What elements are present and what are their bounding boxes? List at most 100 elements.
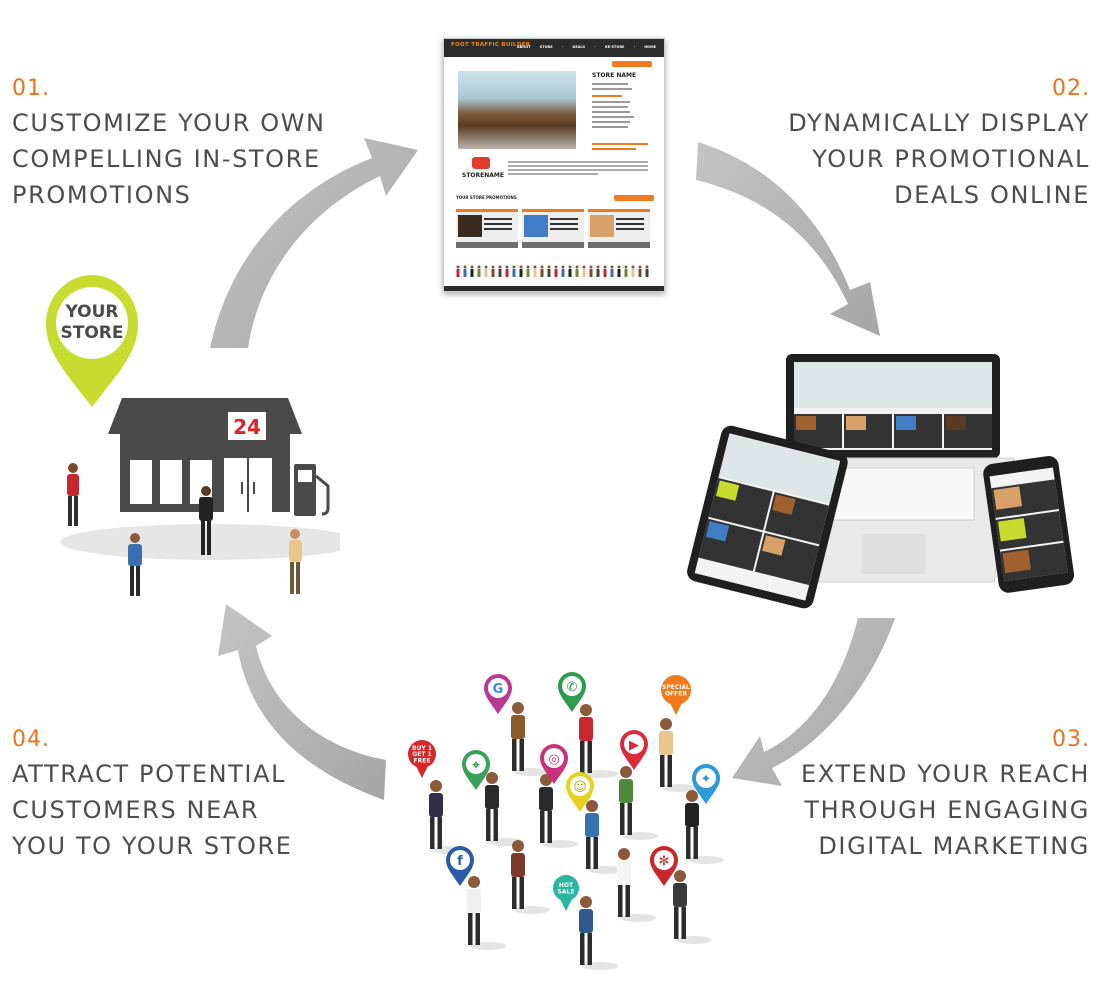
crowd-person bbox=[456, 265, 460, 277]
crowd-person bbox=[540, 265, 544, 277]
crowd-person bbox=[582, 265, 586, 277]
step-2-line-2: YOUR PROMOTIONAL bbox=[812, 145, 1090, 173]
website-header: FOOT TRAFFIC BUILDER ABOUT STORE · DEALS… bbox=[444, 39, 664, 57]
person-figure bbox=[617, 848, 656, 922]
crowd-person bbox=[610, 265, 614, 277]
person-figure bbox=[539, 774, 578, 848]
person-figure bbox=[673, 870, 712, 944]
your-store-pin-icon: YOUR STORE bbox=[46, 275, 138, 407]
svg-text:✦: ✦ bbox=[701, 772, 712, 787]
website-mockup: FOOT TRAFFIC BUILDER ABOUT STORE · DEALS… bbox=[443, 38, 665, 292]
maps-icon: ⌖ bbox=[462, 750, 490, 790]
crowd-person bbox=[463, 265, 467, 277]
store-window bbox=[130, 460, 152, 504]
person-figure bbox=[199, 486, 213, 555]
person-figure bbox=[685, 790, 724, 864]
step-4: 04. ATTRACT POTENTIAL CUSTOMERS NEAR YOU… bbox=[12, 727, 293, 864]
gas-pump-icon bbox=[294, 464, 330, 516]
text-line bbox=[592, 121, 630, 123]
crowd-person bbox=[624, 265, 628, 277]
crowd-person bbox=[491, 265, 495, 277]
crowd-person bbox=[638, 265, 642, 277]
arrow-devices-to-marketing bbox=[732, 618, 895, 786]
step-1-line-3: PROMOTIONS bbox=[12, 181, 192, 209]
website-brand: FOOT TRAFFIC BUILDER bbox=[451, 42, 531, 48]
svg-text:GET 1: GET 1 bbox=[412, 751, 431, 758]
person-figure bbox=[485, 772, 524, 846]
svg-text:▶: ▶ bbox=[629, 738, 639, 753]
svg-text:HOT: HOT bbox=[559, 882, 574, 889]
website-promo-button bbox=[614, 195, 654, 201]
person-figure bbox=[659, 718, 698, 792]
svg-text:FREE: FREE bbox=[414, 758, 431, 765]
step-2-number: 02. bbox=[1052, 76, 1090, 101]
crowd-person bbox=[603, 265, 607, 277]
svg-text:OFFER: OFFER bbox=[665, 690, 687, 697]
text-line bbox=[592, 101, 630, 103]
svg-text:G: G bbox=[493, 682, 504, 697]
svg-text:☺: ☺ bbox=[573, 780, 587, 795]
step-4-line-1: ATTRACT POTENTIAL bbox=[12, 760, 287, 788]
twitter-icon: ✦ bbox=[692, 764, 720, 804]
crowd-person bbox=[505, 265, 509, 277]
step-3-line-3: DIGITAL MARKETING bbox=[818, 832, 1090, 860]
person-figure bbox=[579, 704, 618, 778]
svg-text:✆: ✆ bbox=[567, 680, 578, 695]
step-4-line-2: CUSTOMERS NEAR bbox=[12, 796, 260, 824]
svg-text:✻: ✻ bbox=[659, 854, 670, 869]
store-illustration: YOUR STORE 24 bbox=[46, 275, 340, 596]
facebook-icon: f bbox=[446, 846, 474, 886]
store-sign bbox=[228, 412, 266, 440]
pin-text-your: YOUR bbox=[64, 302, 118, 322]
step-1-line-2: COMPELLING IN-STORE bbox=[12, 145, 321, 173]
crowd-person bbox=[554, 265, 558, 277]
person-figure bbox=[585, 800, 624, 874]
text-line bbox=[592, 83, 628, 85]
promo-card bbox=[522, 209, 584, 248]
crowd-person bbox=[561, 265, 565, 277]
step-3-number: 03. bbox=[1052, 727, 1090, 752]
crowd-person bbox=[596, 265, 600, 277]
text-line bbox=[508, 173, 598, 175]
website-nav: ABOUT STORE · DEALS · RE-STORE · HOME bbox=[516, 45, 656, 49]
yelp-icon: ✻ bbox=[650, 846, 678, 886]
text-line bbox=[508, 161, 648, 163]
step-4-line-3: YOU TO YOUR STORE bbox=[12, 832, 293, 860]
crowd-person bbox=[519, 265, 523, 277]
crowd-person bbox=[589, 265, 593, 277]
crowd-person bbox=[512, 265, 516, 277]
crowd-person bbox=[631, 265, 635, 277]
svg-text:⌖: ⌖ bbox=[471, 758, 480, 773]
website-cta-button bbox=[612, 61, 652, 67]
svg-text:BUY 1: BUY 1 bbox=[412, 745, 432, 752]
phone-icon bbox=[983, 456, 1075, 593]
crowd-person bbox=[498, 265, 502, 277]
pin-text-store: STORE bbox=[61, 323, 124, 343]
svg-text:SPECIAL: SPECIAL bbox=[662, 684, 690, 691]
instagram-icon: ◎ bbox=[540, 744, 568, 784]
youtube-icon: ▶ bbox=[620, 730, 648, 770]
arrow-marketing-to-store bbox=[218, 604, 386, 800]
crowd-person bbox=[477, 265, 481, 277]
text-line bbox=[592, 126, 628, 128]
crowd-person bbox=[568, 265, 572, 277]
text-line bbox=[592, 88, 632, 90]
website-footer bbox=[444, 286, 664, 291]
crowd-person bbox=[526, 265, 530, 277]
store-sign-text: 24 bbox=[233, 415, 261, 439]
crowd-person bbox=[470, 265, 474, 277]
arrow-store-to-website bbox=[210, 138, 418, 348]
step-1-number: 01. bbox=[12, 76, 50, 101]
step-4-number: 04. bbox=[12, 727, 50, 752]
devices-illustration bbox=[687, 354, 1075, 609]
crowd-person bbox=[547, 265, 551, 277]
store-window bbox=[160, 460, 182, 504]
crowd-person bbox=[617, 265, 621, 277]
store-interior-photo bbox=[458, 71, 576, 149]
promotions-heading: YOUR STORE PROMOTIONS bbox=[456, 195, 517, 200]
google-icon: G bbox=[484, 673, 512, 714]
